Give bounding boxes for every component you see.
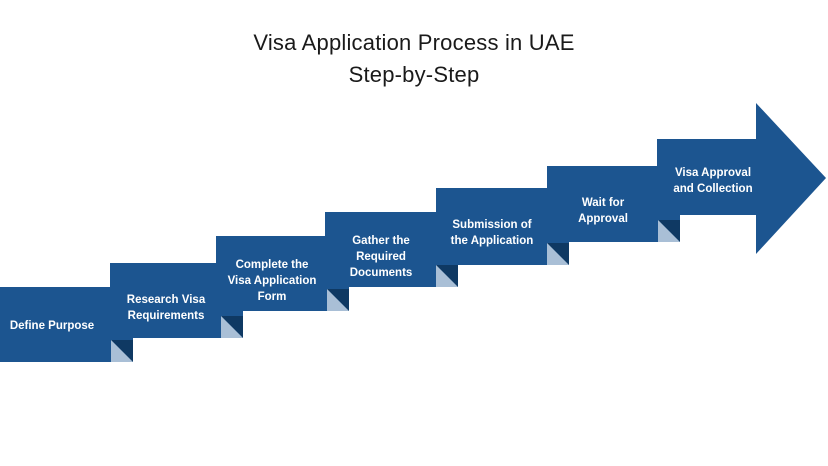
step-5-label: Submission of the Application [451,219,534,247]
final-arrow-shape [657,103,826,254]
step-block [0,287,133,362]
step-label-line: Wait for [582,197,625,209]
step-label-line: Gather the [352,235,410,247]
step-7: Visa Approval and Collection [657,103,826,254]
step-label-line: Requirements [128,310,205,322]
fold-corner [111,340,133,362]
step-label-line: and Collection [673,183,752,195]
step-label-line: Documents [350,267,413,279]
step-label-line: the Application [451,235,534,247]
step-block [325,212,458,287]
step-1-label: Define Purpose [10,320,94,332]
step-label-line: Define Purpose [10,320,94,332]
fold-corner [547,243,569,265]
diagram-subtitle: Step-by-Step [348,62,480,87]
step-block [547,166,680,242]
step-label-line: Submission of [452,219,531,231]
step-label-line: Form [258,291,287,303]
step-label-line: Approval [578,213,628,225]
diagram-title: Visa Application Process in UAE [253,30,575,55]
step-label-line: Research Visa [127,294,206,306]
step-label-line: Visa Approval [675,167,751,179]
step-block [216,236,349,311]
step-label-line: Complete the [236,259,309,271]
step-label-line: Required [356,251,406,263]
fold-corner [658,220,680,242]
fold-corner [327,289,349,311]
step-block [436,188,569,265]
step-1: Define Purpose [0,287,133,362]
step-label-line: Visa Application [228,275,317,287]
fold-corner [221,316,243,338]
step-7-label: Visa Approval and Collection [673,167,752,195]
fold-corner [436,265,458,287]
step-block [110,263,243,338]
step-5: Submission of the Application [436,188,569,265]
